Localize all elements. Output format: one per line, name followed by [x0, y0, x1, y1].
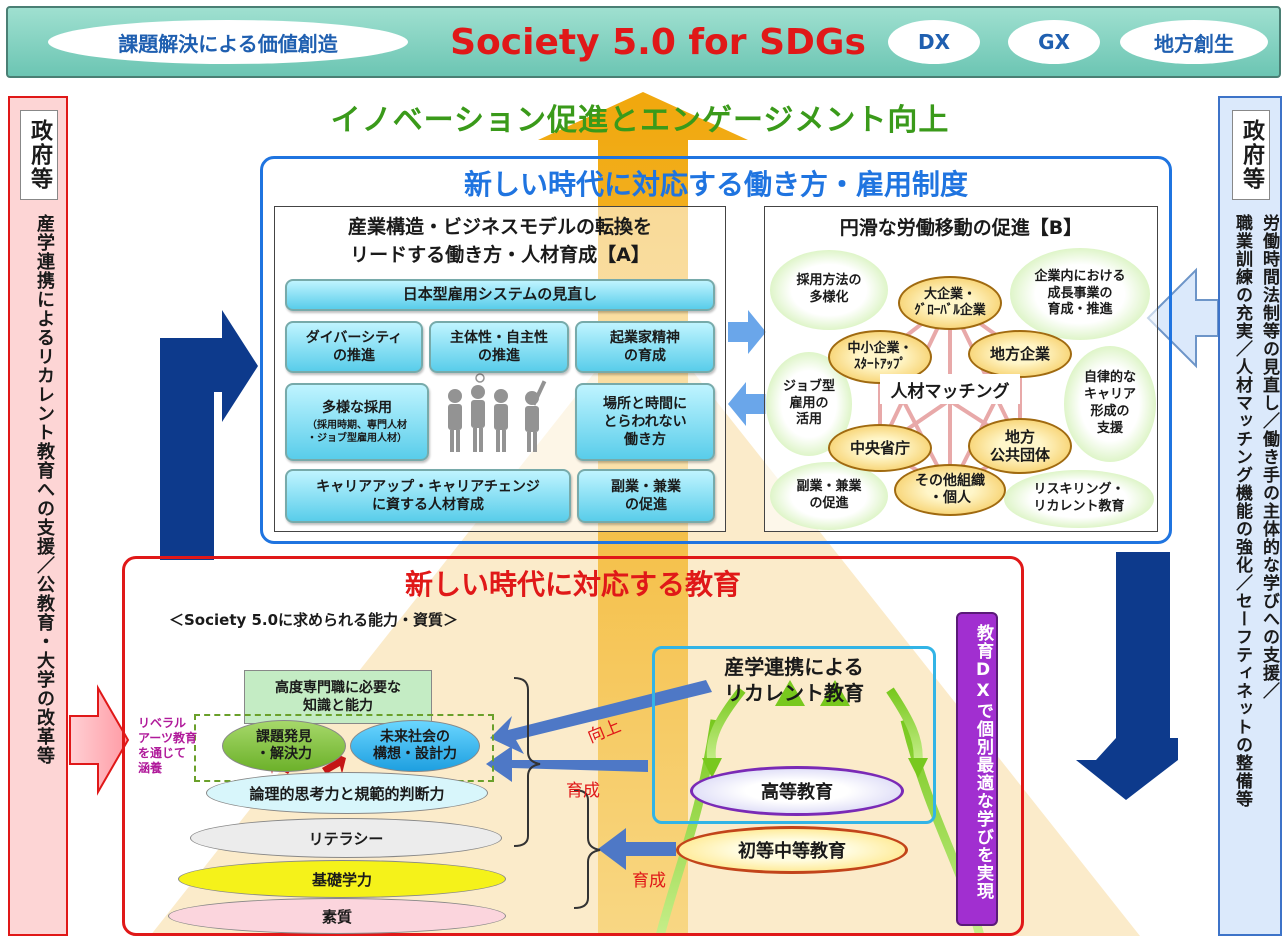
diverse-hiring-title: 多様な採用	[322, 399, 392, 416]
node-regional-company: 地方企業	[968, 330, 1072, 378]
education-dx-text: 教育DXで個別最適な学びを実現	[973, 624, 993, 900]
japanese-employment-bar: 日本型雇用システムの見直し	[285, 279, 715, 311]
right-panel-arrow	[1146, 267, 1219, 369]
primary-secondary-education: 初等中等教育	[676, 826, 908, 874]
top-banner: 課題解決による価値創造 Society 5.0 for SDGs DX GX 地…	[6, 6, 1281, 78]
higher-education-frame	[652, 646, 936, 824]
education-dx-banner: 教育DXで個別最適な学びを実現	[956, 612, 998, 926]
green-arrow-heads	[702, 680, 928, 778]
braces	[513, 677, 601, 909]
node-large-company: 大企業・ ｸﾞﾛｰﾊﾞﾙ企業	[898, 276, 1002, 330]
layer-logical-thinking: 論理的思考力と規範的判断力	[206, 772, 488, 814]
banner-gx: GX	[1008, 20, 1100, 64]
left-panel-title: 政府等	[20, 110, 58, 200]
work-b-title: 円滑な労働移動の促進【B】	[839, 216, 1083, 239]
banner-title: Society 5.0 for SDGs	[450, 21, 866, 63]
competency-subtitle: ＜Society 5.0に求められる能力・資質＞	[169, 611, 459, 629]
node-local-government: 地方 公共団体	[968, 418, 1072, 474]
work-section: 新しい時代に対応する働き方・雇用制度	[260, 156, 1172, 544]
left-panel-text: 産学連携によるリカレント教育への支援／公教育・大学の改革等	[34, 214, 55, 765]
banner-value-creation: 課題解決による価値創造	[48, 20, 408, 64]
bubble-career-support: 自律的な キャリア 形成の 支援	[1064, 346, 1156, 462]
entrepreneur-box: 起業家精神 の育成	[575, 321, 715, 373]
diverse-hiring-sub: （採用時期、専門人材 ・ジョブ型雇用人材）	[307, 420, 407, 445]
recurrent-education: 産学連携による リカレント教育	[724, 655, 864, 705]
autonomy-box: 主体性・自主性 の推進	[429, 321, 569, 373]
arrow-a-to-b	[728, 310, 766, 354]
headline: イノベーション促進とエンゲージメント向上	[330, 103, 950, 138]
layer-literacy: リテラシー	[190, 818, 502, 858]
work-a-box: 産業構造・ビジネスモデルの転換を リードする働き方・人材育成【A】 日本型雇用シ…	[274, 206, 726, 532]
right-government-panel: 政府等 労働時間法制等の見直し／働き手の主体的な学びへの支援／ 職業訓練の充実／…	[1218, 96, 1282, 936]
left-government-panel: 政府等 産学連携によるリカレント教育への支援／公教育・大学の改革等	[8, 96, 68, 936]
layer-problem-solving: 課題発見 ・解決力	[222, 720, 346, 772]
label-grow-lower: 育成	[632, 871, 666, 891]
label-grow-upper: 育成	[566, 781, 600, 801]
education-section-title: 新しい時代に対応する教育	[404, 568, 741, 601]
node-central-ministry: 中央省庁	[828, 424, 932, 472]
layer-basic-skills: 基礎学力	[178, 860, 506, 898]
left-panel-arrow	[69, 684, 130, 796]
node-other-organizations: その他組織 ・個人	[894, 464, 1006, 516]
right-panel-text-2: 職業訓練の充実／人材マッチング機能の強化／セーフティネットの整備等	[1232, 214, 1252, 808]
flexible-work-box: 場所と時間に とらわれない 働き方	[575, 383, 715, 461]
education-section: 新しい時代に対応する教育 ＜Society 5.0に求められる能力・資質＞	[122, 556, 1024, 936]
banner-dx: DX	[888, 20, 980, 64]
career-development-box: キャリアアップ・キャリアチェンジ に資する人材育成	[285, 469, 571, 523]
navy-arrow-right	[1076, 552, 1178, 800]
banner-regional: 地方創生	[1120, 20, 1268, 64]
right-panel-title: 政府等	[1232, 110, 1270, 200]
matching-center: 人材マッチング	[880, 374, 1020, 404]
work-a-title-1: 産業構造・ビジネスモデルの転換を	[347, 215, 652, 238]
bubble-reskilling: リスキリング・ リカレント教育	[1004, 470, 1154, 528]
navy-arrow-left	[160, 310, 258, 560]
work-a-title-2: リードする働き方・人材育成【A】	[350, 243, 650, 266]
bubble-hiring-methods: 採用方法の 多様化	[770, 250, 888, 330]
arrow-b-to-a	[728, 382, 766, 426]
side-job-box: 副業・兼業 の促進	[577, 469, 715, 523]
layer-future-design: 未来社会の 構想・設計力	[350, 720, 480, 772]
diversity-box: ダイバーシティ の推進	[285, 321, 423, 373]
liberal-arts-note: リベラル アーツ教育 を通じて 涵養	[138, 716, 198, 775]
bubble-internal-growth: 企業内における 成長事業の 育成・推進	[1010, 248, 1150, 340]
layer-nature: 素質	[168, 898, 506, 934]
grow-arrow-lower	[598, 828, 676, 870]
higher-education: 高等教育	[690, 766, 904, 816]
diverse-hiring-box: 多様な採用 （採用時期、専門人材 ・ジョブ型雇用人材）	[285, 383, 429, 461]
right-panel-text-1: 労働時間法制等の見直し／働き手の主体的な学びへの支援／	[1259, 214, 1279, 700]
bubble-side-job: 副業・兼業 の促進	[770, 462, 888, 530]
grow-arrow-upper	[486, 746, 648, 782]
improve-arrow	[490, 680, 712, 754]
work-section-title: 新しい時代に対応する働き方・雇用制度	[463, 168, 968, 201]
